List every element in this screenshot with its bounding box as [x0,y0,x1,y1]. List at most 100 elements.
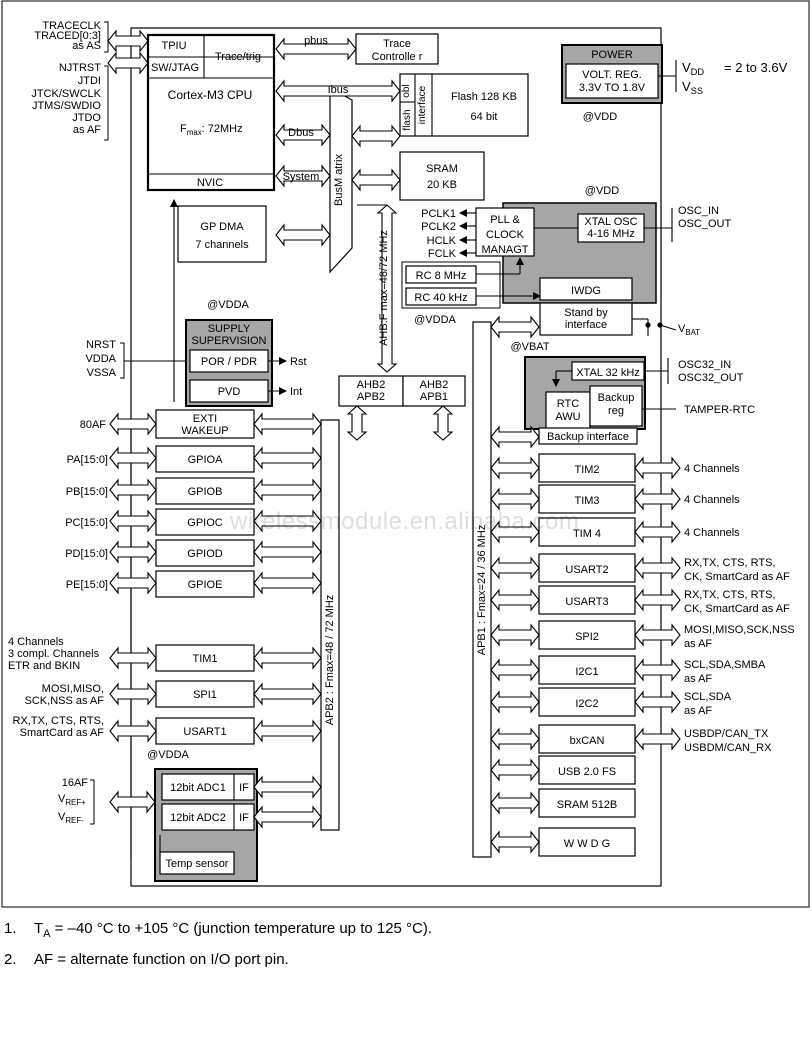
footnote-1: 1. TA = –40 °C to +105 °C (junction temp… [4,916,432,947]
jtag-signal-label: TRACECLK [42,20,101,32]
cpu-label: Cortex-M3 CPU [168,88,253,102]
cpu-fmax: Fmax: 72MHz [180,123,243,137]
apb2-bus [320,419,340,831]
apb1-bus [472,321,492,858]
peripheral-label: USART2 [565,564,608,576]
apb1-bridge-arrow [432,405,454,441]
jtag-bus-arrow [107,51,149,75]
backup-if-block [538,427,638,445]
exti-label: EXTI [193,413,217,425]
footnote-text: TA = –40 °C to +105 °C (junction tempera… [34,916,432,947]
gp-dma-block [177,205,267,263]
pin-arrow [634,456,681,480]
footnote-t: T [34,920,44,937]
power-label: POWER [591,49,633,61]
supply-pin-label: VDDA [85,353,116,365]
supply-pin-label: NRST [86,339,116,351]
flash-if-label: interface [417,85,428,124]
gpio-label: GPIOB [188,486,223,498]
footnote-rest: = –40 °C to +105 °C (junction temperatur… [50,920,433,937]
exti-block [155,409,255,439]
vdda-domain-label: @VDDA [147,749,189,761]
gpio-block [155,445,255,473]
peripheral-signal-label: RX,TX, CTS, RTS, [684,589,775,601]
pin-arrow [109,509,157,533]
flash-label: 64 bit [471,111,498,123]
clock-signal-label: FCLK [428,248,457,260]
peripheral-label: I2C1 [575,666,598,678]
gpio-label: GPIOD [187,548,223,560]
apb2-arrow [253,446,322,470]
peripheral-signal-label: USBDM/CAN_RX [684,742,772,754]
iwdg-block [539,277,633,301]
jtag-signal-label: JTMS/SWDIO [32,100,101,112]
vbat-domain-label: @VBAT [510,341,549,353]
pll-label: CLOCK [486,229,525,241]
usart1-block [155,717,255,745]
apb1-arrow [490,758,540,782]
rc40-label: RC 40 kHz [414,292,467,304]
standby-label: Stand by [564,307,608,319]
trace-controller-label: Controlle r [372,51,423,63]
dbus-label: Dbus [288,127,314,139]
tim1-signal-label: 3 compl. Channels [8,648,100,660]
clock-signal-label: PCLK2 [421,221,456,233]
osc-pin-label: OSC_IN [678,205,719,217]
apb1-peripheral [538,517,636,547]
usart1-label: USART1 [183,726,226,738]
apb1-peripheral [538,827,636,857]
jtag-signal-label: JTCK/SWCLK [31,88,101,100]
footnote-number: 1. [4,920,17,937]
sram-label: 20 KB [427,179,457,191]
osc-pin-label: OSC_OUT [678,218,731,230]
peripheral-label: SRAM 512B [557,799,618,811]
adc1-block [161,773,255,801]
apb2-arrow [253,805,322,829]
int-label: Int [290,386,302,398]
vdda-domain-label: @VDDA [207,299,249,311]
adc-if-label: IF [239,782,249,794]
dbus-arrow [275,123,331,147]
apb1-arrow [490,791,540,815]
apb1-arrow [490,830,540,854]
pll-block [475,207,535,257]
pin-arrow [109,446,157,470]
vbat-pin: VBAT [678,323,700,337]
ahb-bus-arrow [376,204,398,373]
peripheral-signal-label: USBDP/CAN_TX [684,728,769,740]
power-domain-label: @VDD [583,111,617,123]
apb1-arrow [490,658,540,682]
jtag-signal-label: as AF [73,124,101,136]
gpio-pin-label: PD[15:0] [65,548,108,560]
peripheral-signal-label: 4 Channels [684,494,740,506]
apb1-peripheral [538,553,636,583]
tpiu-label: TPIU [161,40,186,52]
trace-controller-label: Trace [383,38,411,50]
peripheral-label: TIM3 [574,495,599,507]
peripheral-label: TIM 4 [573,528,601,540]
pvd-label: PVD [218,386,241,398]
peripheral-signal-label: CK, SmartCard as AF [684,603,790,615]
iwdg-label: IWDG [571,285,601,297]
backup-if-label: Backup interface [547,431,629,443]
xtal-osc-label: 4-16 MHz [587,228,635,240]
rtc-label: AWU [555,411,580,423]
temp-sensor [159,851,235,875]
spi1-label: SPI1 [193,689,217,701]
gpio-label: GPIOA [188,454,224,466]
clock-signal-label: PCLK1 [421,208,456,220]
xtal32-label: XTAL 32 kHz [576,367,640,379]
peripheral-label: SPI2 [575,631,599,643]
adc-pin-label: 16AF [62,777,89,789]
peripheral-label: bxCAN [570,735,605,747]
pin-arrow [109,478,157,502]
apb1-arrow [490,588,540,612]
gpio-block [155,508,255,536]
peripheral-signal-label: SCL,SDA [684,691,732,703]
ahb-bus-label: AHB:F max=48/72 MHz [378,230,390,346]
pbus-label: pbus [304,35,328,47]
rtc-block [545,391,591,433]
flash-block [399,73,529,137]
rc8-label: RC 8 MHz [416,270,467,282]
